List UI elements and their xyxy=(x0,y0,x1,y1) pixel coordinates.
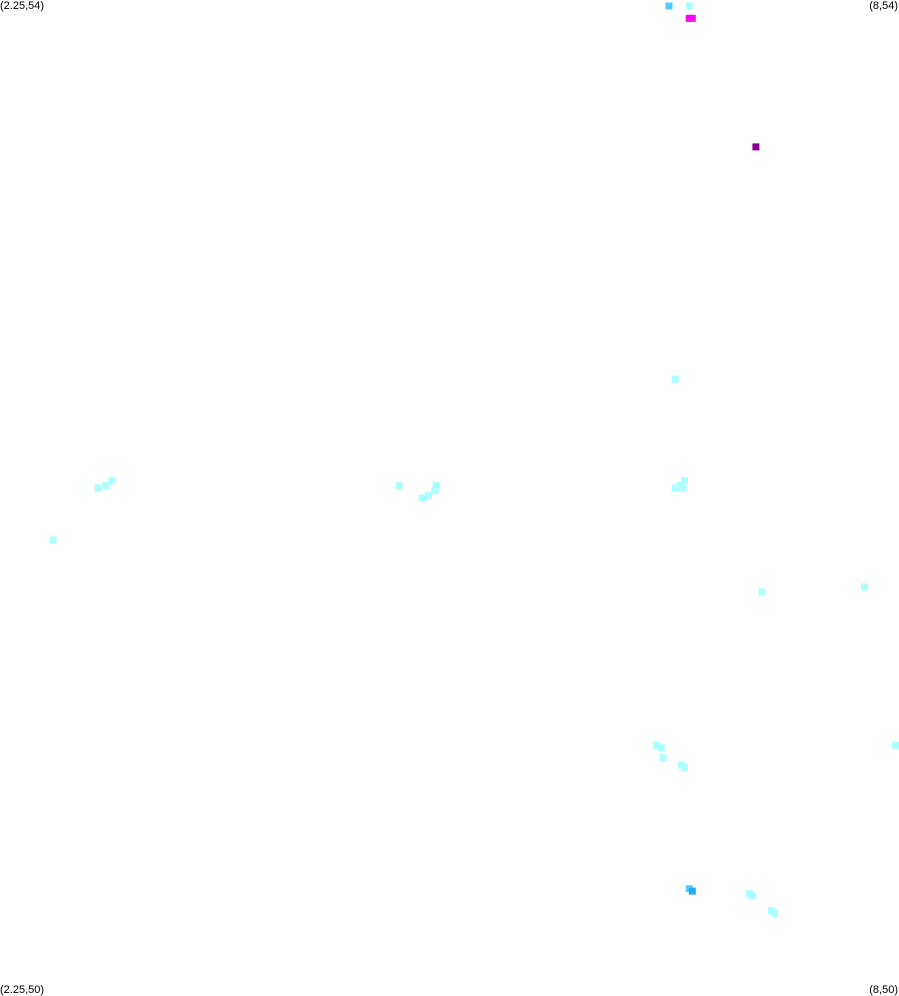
scatter-point-25 xyxy=(681,764,688,771)
scatter-point-22 xyxy=(657,744,665,752)
scatter-point-13 xyxy=(418,494,426,502)
scatter-point-30 xyxy=(749,892,757,900)
corner-label-top-right: (8,54) xyxy=(869,0,898,12)
scatter-point-1 xyxy=(685,2,693,10)
scatter-point-14 xyxy=(681,477,688,485)
scatter-point-4 xyxy=(752,143,760,151)
scatter-point-8 xyxy=(102,482,110,490)
scatter-point-26 xyxy=(892,741,899,749)
scatter-point-19 xyxy=(861,583,868,591)
scatter-point-21 xyxy=(653,741,661,749)
scatter-point-23 xyxy=(659,754,667,762)
scatter-point-18 xyxy=(49,536,57,544)
scatter-point-6 xyxy=(395,482,403,490)
scatter-point-12 xyxy=(425,492,433,499)
scatter-points xyxy=(49,2,899,917)
scatter-point-3 xyxy=(688,14,696,22)
scatter-point-0 xyxy=(665,2,673,10)
corner-label-bottom-right: (8,50) xyxy=(869,984,898,996)
corner-label-top-left: (2.25,54) xyxy=(0,0,45,12)
scatter-point-17 xyxy=(671,484,679,492)
scatter-point-7 xyxy=(108,477,116,485)
scatter-point-20 xyxy=(758,588,766,596)
scatter-point-10 xyxy=(431,487,439,495)
corner-label-bottom-left: (2.25,50) xyxy=(0,984,45,996)
scatter-point-11 xyxy=(432,482,440,490)
scatter-point-9 xyxy=(94,484,102,492)
scatter-point-16 xyxy=(679,484,687,492)
scatter-point-28 xyxy=(688,887,696,895)
scatter-point-5 xyxy=(671,375,679,383)
scatter-point-32 xyxy=(771,909,778,917)
